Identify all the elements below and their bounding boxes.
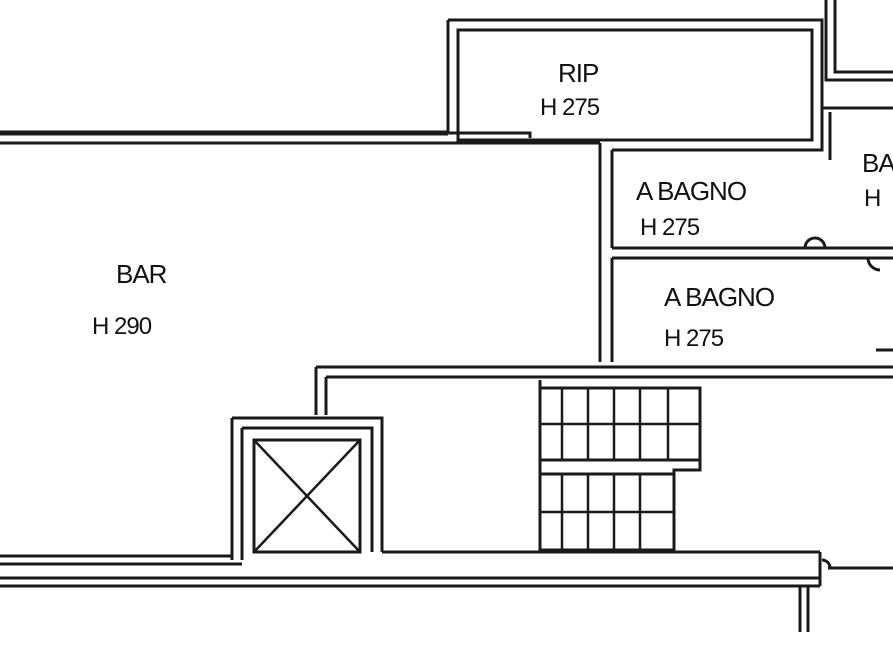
bagno-lower-height: H 275: [664, 325, 724, 352]
bagno-lower-label: A BAGNO: [664, 282, 774, 312]
staircase: [538, 386, 702, 552]
bar-top-wall: [0, 130, 600, 145]
top-right-walls: [824, 0, 893, 82]
bathroom-walls: [598, 106, 893, 362]
bar-label: BAR: [116, 259, 167, 289]
rip-room: [446, 18, 824, 150]
rip-height: H 275: [540, 94, 600, 121]
bottom-walls: [0, 550, 893, 632]
rip-label: RIP: [558, 58, 598, 88]
bagno-upper-label: A BAGNO: [636, 176, 746, 206]
right-partial-height: H: [864, 185, 880, 212]
elevator-shaft: [230, 416, 384, 560]
bagno-upper-height: H 275: [640, 214, 700, 241]
bar-height: H 290: [92, 313, 152, 340]
right-partial-label: BA: [862, 148, 893, 178]
